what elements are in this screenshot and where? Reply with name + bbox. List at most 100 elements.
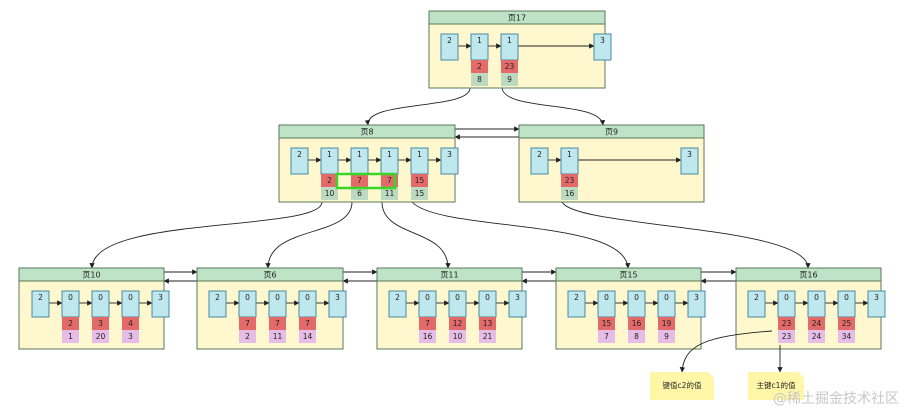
record-type: 0	[784, 293, 789, 302]
record-type: 2	[38, 293, 43, 302]
record-type: 2	[297, 150, 302, 159]
pointer-value: 9	[507, 75, 512, 84]
note-c1	[748, 372, 804, 400]
record-type: 0	[455, 293, 460, 302]
record: 3	[151, 290, 170, 318]
record: 2	[747, 290, 766, 318]
link-p17-p8	[364, 87, 471, 126]
record: 3	[680, 147, 699, 175]
record-type: 3	[600, 36, 605, 45]
record: 3	[867, 290, 886, 318]
pointer-cell	[62, 330, 79, 343]
pointer-value: 3	[128, 332, 133, 341]
key-value: 2	[477, 62, 482, 71]
tree-links	[89, 87, 811, 284]
pointer-value: 10	[325, 189, 335, 198]
key-value: 23	[782, 319, 792, 328]
key-cell	[479, 317, 496, 330]
page-title: 页17	[508, 14, 526, 23]
pointer-cell	[501, 73, 518, 86]
pointer-value: 9	[664, 332, 669, 341]
key-value: 15	[602, 319, 612, 328]
pointer-cell	[299, 330, 316, 343]
page-title: 页6	[263, 271, 276, 280]
link-p8-p11	[381, 201, 451, 269]
highlight-box	[335, 172, 397, 190]
pointer-value: 2	[245, 332, 250, 341]
record-type: 3	[874, 293, 879, 302]
link-p8-p15	[411, 201, 631, 269]
pointer-cell	[628, 330, 645, 343]
record: 3	[508, 290, 527, 318]
pointer-value: 8	[477, 75, 482, 84]
link-p17-p9	[501, 87, 606, 126]
record: 1 2 8	[470, 33, 489, 86]
key-cell	[808, 317, 825, 330]
pointer-value: 20	[96, 332, 106, 341]
pointer-cell	[92, 330, 109, 343]
key-value: 25	[842, 319, 852, 328]
key-value: 12	[453, 319, 463, 328]
key-cell	[62, 317, 79, 330]
pointer-value: 16	[565, 189, 575, 198]
pointer-cell	[471, 73, 488, 86]
record: 2	[208, 290, 227, 318]
key-cell	[628, 317, 645, 330]
record-type: 0	[128, 293, 133, 302]
key-value: 4	[128, 319, 133, 328]
pointer-value: 34	[842, 332, 852, 341]
record-header	[567, 290, 586, 318]
record-type: 1	[477, 36, 482, 45]
record-type: 2	[215, 293, 220, 302]
pointer-value: 7	[604, 332, 609, 341]
key-cell	[299, 317, 316, 330]
key-cell	[471, 60, 488, 73]
record-header	[31, 290, 50, 318]
record-type: 0	[245, 293, 250, 302]
watermark: @稀土掘金技术社区	[773, 391, 899, 407]
pointer-cell	[598, 330, 615, 343]
key-cell	[239, 317, 256, 330]
record-type: 0	[275, 293, 280, 302]
key-cell	[598, 317, 615, 330]
record-type: 0	[68, 293, 73, 302]
page-title: 页10	[82, 271, 100, 280]
pointer-cell	[321, 187, 338, 200]
record: 3	[328, 290, 347, 318]
record: 176	[350, 147, 369, 200]
page-title: 页16	[799, 271, 817, 280]
pointer-value: 6	[357, 189, 362, 198]
pointer-value: 11	[273, 332, 283, 341]
record-type: 0	[425, 293, 430, 302]
record: 2	[567, 290, 586, 318]
record-type: 3	[687, 150, 692, 159]
record-type: 2	[447, 36, 452, 45]
record-header	[593, 33, 612, 61]
pointer-cell	[381, 187, 398, 200]
pointer-cell	[411, 187, 428, 200]
pointer-value: 16	[423, 332, 433, 341]
record-type: 0	[814, 293, 819, 302]
page-title: 页11	[440, 271, 458, 280]
record-type: 3	[158, 293, 163, 302]
pointer-cell	[561, 187, 578, 200]
record-header	[508, 290, 527, 318]
key-value: 7	[245, 319, 250, 328]
record-header	[388, 290, 407, 318]
callouts: 键值c2的值 主键c1的值	[650, 330, 804, 400]
key-cell	[351, 174, 368, 187]
